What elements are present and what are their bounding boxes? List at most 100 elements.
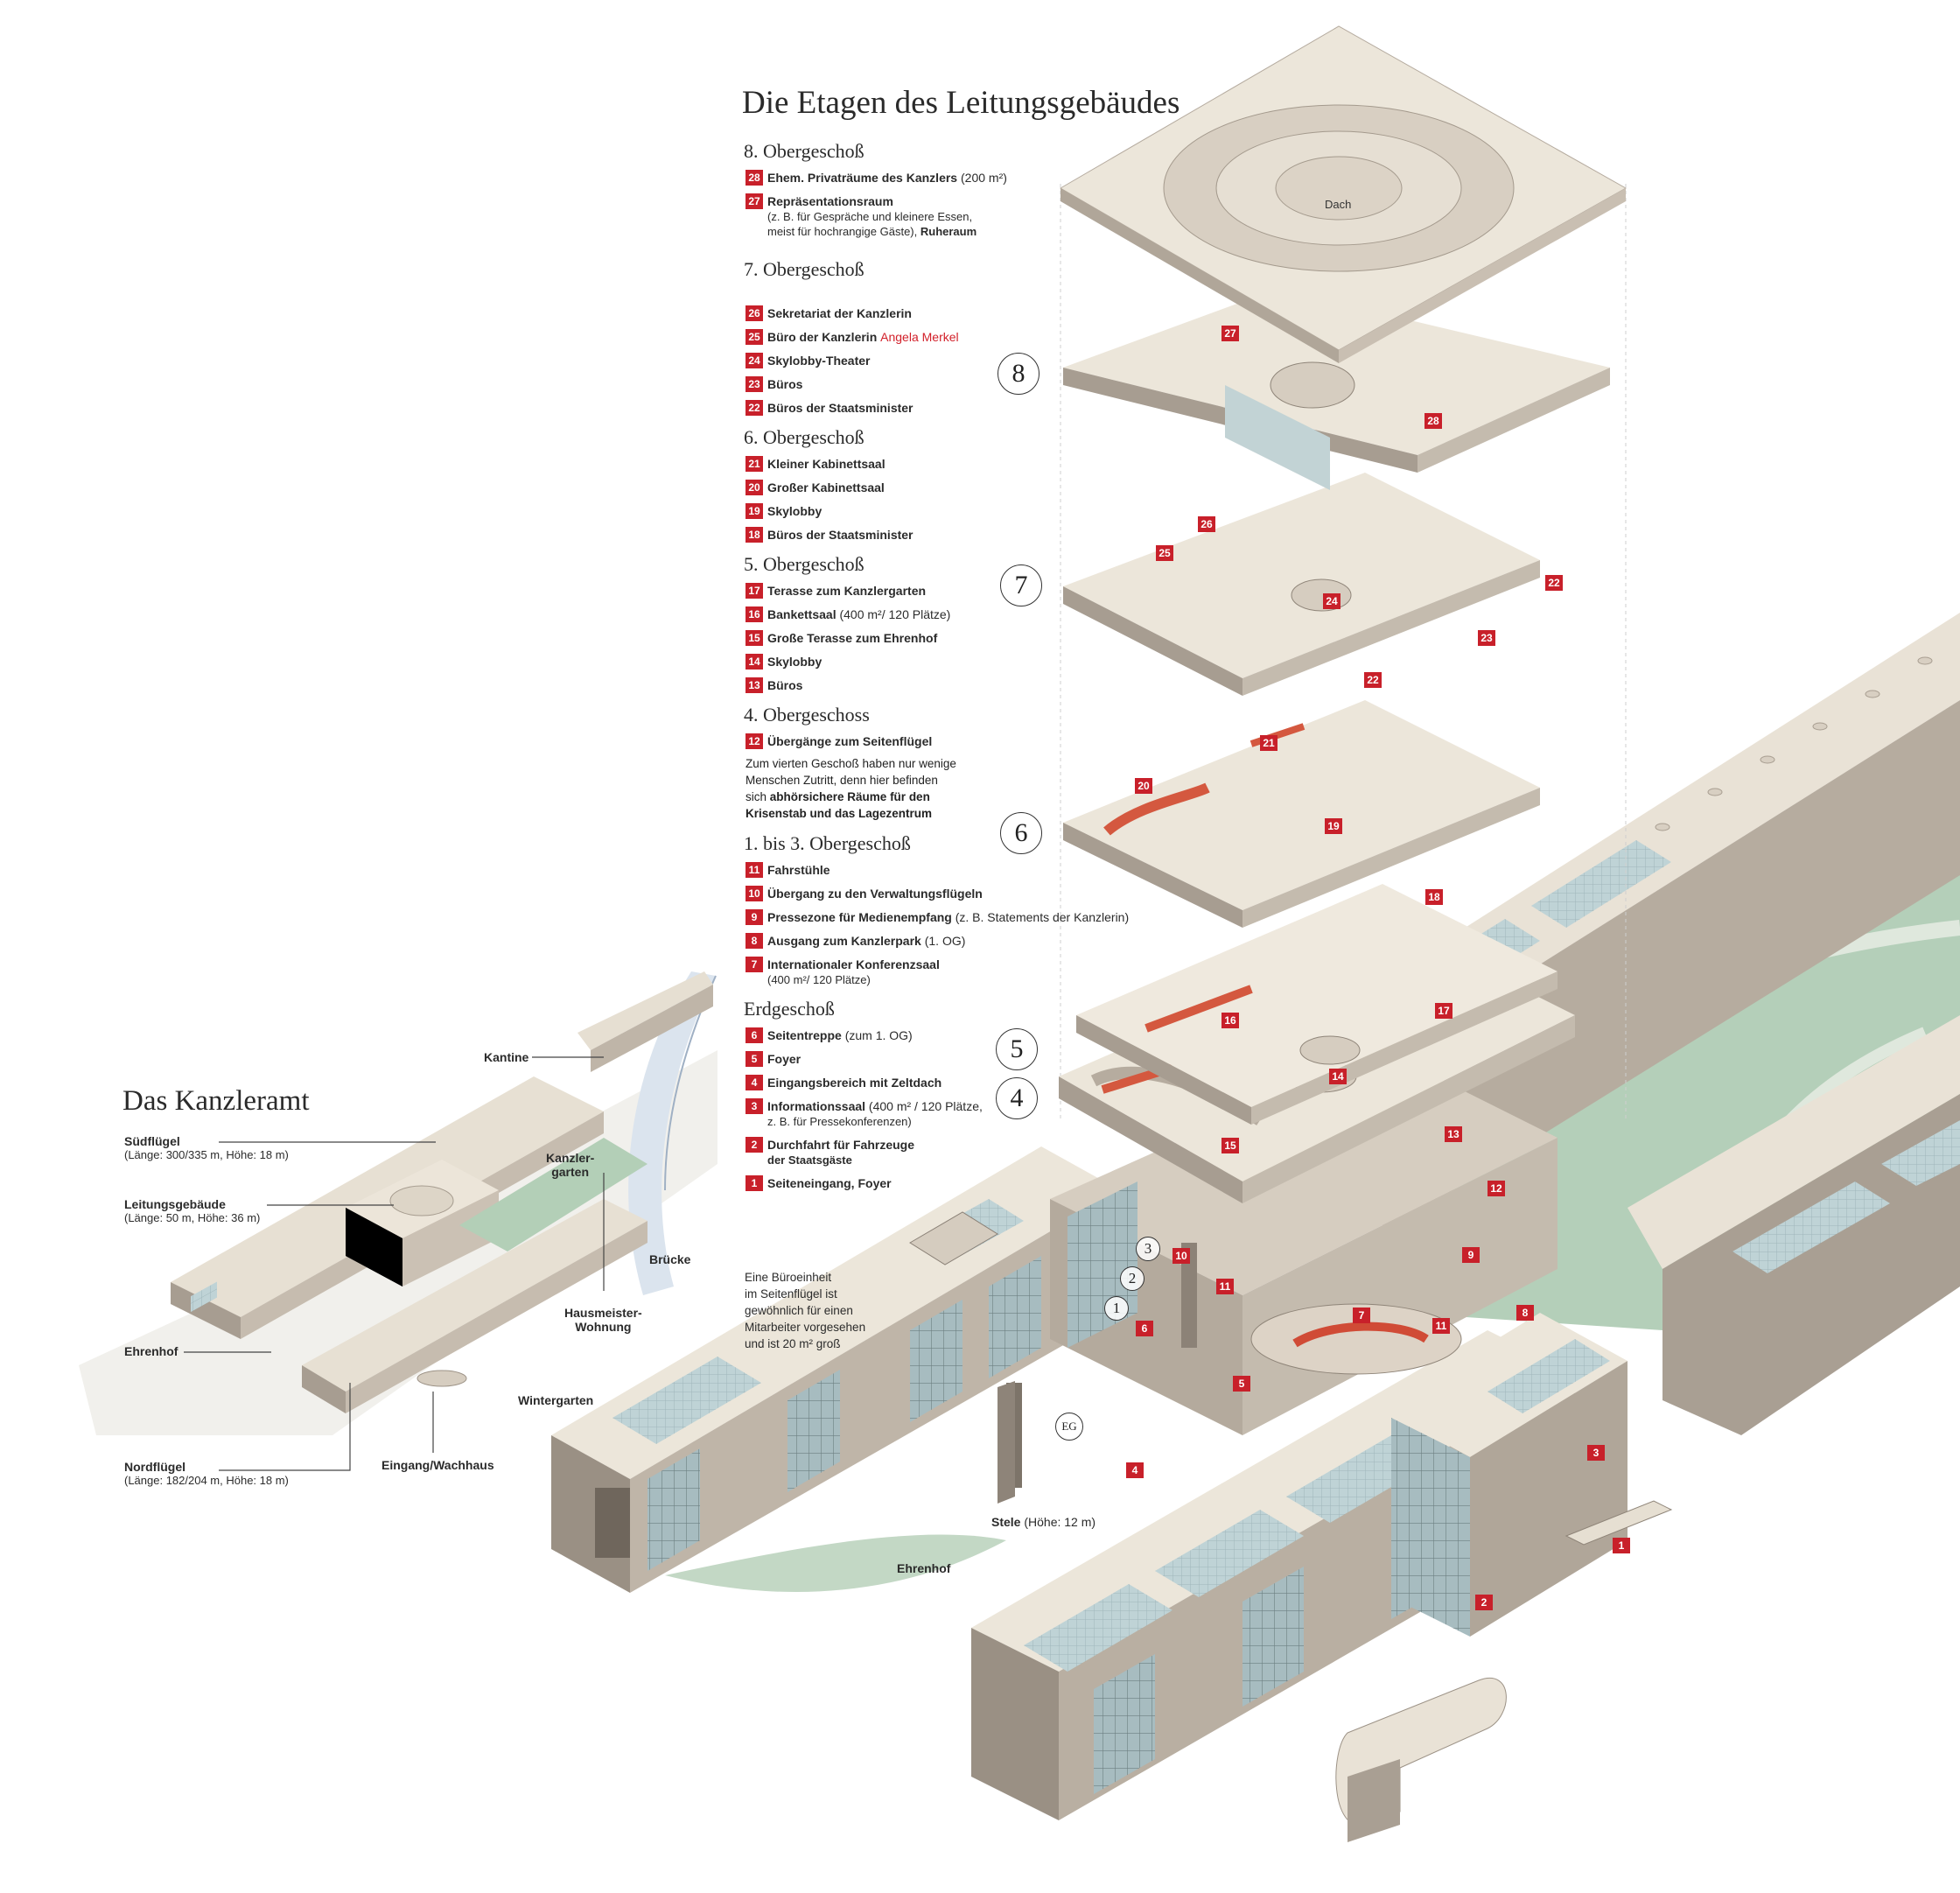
label-hausmeister-line2: Wohnung — [575, 1320, 632, 1334]
floor-heading: 8. Obergeschoß — [744, 140, 864, 162]
room-label: Büros — [767, 377, 803, 391]
room-detail: z. B. für Pressekonferenzen) — [767, 1115, 912, 1128]
main-title: Die Etagen des Leitungsgebäudes — [742, 85, 1180, 121]
room-badge-7: 7 — [1353, 1308, 1370, 1323]
floor-marker-3: 3 — [1136, 1237, 1160, 1261]
legend-item: 28 Ehem. Privaträume des Kanzlers (200 m… — [746, 170, 1155, 186]
room-badge-17: 17 — [1435, 1003, 1452, 1019]
bueroeinheit-line: gewöhnlich für einen — [745, 1304, 853, 1317]
legend-item: 27 Repräsentationsraum (z. B. für Gesprä… — [746, 193, 1155, 239]
room-badge-26: 26 — [1198, 516, 1215, 532]
label-kantine: Kantine — [484, 1050, 529, 1064]
room-number-badge: 2 — [746, 1137, 763, 1153]
room-badge-11a: 11 — [1216, 1279, 1234, 1294]
room-badge-12: 12 — [1488, 1181, 1505, 1196]
room-number-badge: 21 — [746, 456, 763, 472]
room-badge-8: 8 — [1516, 1305, 1534, 1321]
room-label: Informationssaal — [767, 1099, 866, 1113]
room-badge-28: 28 — [1424, 413, 1442, 429]
room-number-badge: 11 — [746, 862, 763, 878]
room-number-badge: 8 — [746, 933, 763, 949]
room-number-badge: 19 — [746, 503, 763, 519]
label-leitungsgebaeude: Leitungsgebäude (Länge: 50 m, Höhe: 36 m… — [124, 1197, 260, 1224]
room-number-badge: 27 — [746, 193, 763, 209]
room-badge-5: 5 — [1233, 1376, 1250, 1392]
floor-marker-7: 7 — [1000, 564, 1042, 606]
room-badge-18: 18 — [1425, 889, 1443, 905]
room-badge-27: 27 — [1222, 326, 1239, 341]
room-label: Kleiner Kabinettsaal — [767, 457, 886, 471]
label-hausmeister-line1: Hausmeister- — [564, 1306, 642, 1320]
room-detail: der Staatsgäste — [767, 1153, 852, 1167]
room-badge-1: 1 — [1613, 1538, 1630, 1553]
note-line-bold: abhörsichere Räume für den — [769, 790, 930, 803]
room-badge-2: 2 — [1475, 1595, 1493, 1610]
room-detail: (z. B. Statements der Kanzlerin) — [951, 910, 1130, 924]
room-badge-9: 9 — [1462, 1247, 1480, 1263]
label-stele: Stele (Höhe: 12 m) — [991, 1515, 1096, 1529]
site-title: Das Kanzleramt — [122, 1085, 310, 1117]
floor-heading: 4. Obergeschoss — [744, 704, 870, 726]
room-number-badge: 26 — [746, 305, 763, 321]
room-detail: (z. B. für Gespräche und kleinere Essen, — [767, 210, 973, 223]
room-number-badge: 17 — [746, 583, 763, 599]
room-badge-20: 20 — [1135, 778, 1152, 794]
room-badge-19: 19 — [1325, 818, 1342, 834]
room-label: Großer Kabinettsaal — [767, 480, 885, 494]
legend-item: 24 Skylobby-Theater — [746, 353, 1155, 368]
room-detail: (200 m²) — [957, 171, 1007, 185]
note-line: Menschen Zutritt, denn hier befinden — [746, 774, 938, 787]
floor-heading: 5. Obergeschoß — [744, 553, 864, 575]
room-label: Skylobby — [767, 655, 822, 669]
room-label: Übergänge zum Seitenflügel — [767, 734, 933, 748]
floor-marker-4: 4 — [996, 1077, 1038, 1119]
label-suedfluegel: Südflügel (Länge: 300/335 m, Höhe: 18 m) — [124, 1134, 289, 1161]
room-number-badge: 4 — [746, 1075, 763, 1090]
room-detail: (400 m²/ 120 Plätze) — [767, 973, 871, 986]
room-badge-22a: 22 — [1545, 575, 1563, 591]
floor-marker-6: 6 — [1000, 812, 1042, 854]
label-kanzlergarten: Kanzler- garten — [546, 1151, 594, 1179]
room-label: Seitentreppe — [767, 1028, 842, 1042]
room-detail: (400 m²/ 120 Plätze) — [836, 607, 951, 621]
label-wintergarten: Wintergarten — [518, 1393, 594, 1407]
label-nordfluegel-dims: (Länge: 182/204 m, Höhe: 18 m) — [124, 1474, 289, 1487]
room-badge-11b: 11 — [1432, 1318, 1450, 1334]
room-badge-23: 23 — [1478, 630, 1495, 646]
room-number-badge: 24 — [746, 353, 763, 368]
room-badge-3: 3 — [1587, 1445, 1605, 1461]
room-detail: (1. OG) — [920, 934, 966, 948]
room-label: Foyer — [767, 1052, 802, 1066]
room-number-badge: 15 — [746, 630, 763, 646]
room-label: Skylobby-Theater — [767, 354, 871, 368]
label-stele-height: (Höhe: 12 m) — [1020, 1515, 1096, 1529]
floor-marker-eg: EG — [1055, 1413, 1083, 1441]
label-kanzlergarten-line2: garten — [551, 1165, 590, 1179]
room-label: Büros der Staatsminister — [767, 528, 914, 542]
room-number-badge: 23 — [746, 376, 763, 392]
room-number-badge: 14 — [746, 654, 763, 670]
room-badge-25: 25 — [1156, 545, 1173, 561]
legend-item: 23 Büros — [746, 376, 1155, 392]
floor-heading: 7. Obergeschoß — [744, 258, 864, 280]
room-number-badge: 7 — [746, 957, 763, 972]
bueroeinheit-line: Eine Büroeinheit — [745, 1271, 832, 1284]
room-badge-16: 16 — [1222, 1013, 1239, 1028]
floor-heading: 1. bis 3. Obergeschoß — [744, 832, 911, 854]
room-number-badge: 20 — [746, 480, 763, 495]
room-detail: (400 m² / 120 Plätze, — [865, 1099, 983, 1113]
room-label: Büros der Staatsminister — [767, 401, 914, 415]
